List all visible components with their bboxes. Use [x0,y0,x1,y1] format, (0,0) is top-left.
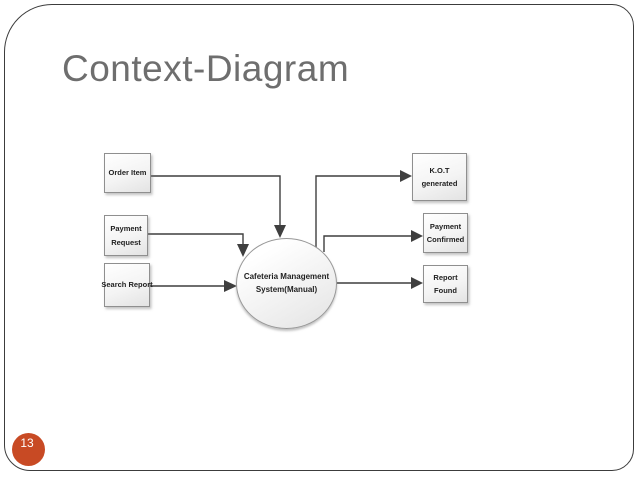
entity-label: Report [433,272,458,282]
page-number-badge: 13 [12,433,45,466]
entity-label: Found [434,286,457,295]
entity-kot-generated: K.O.T generated [412,153,467,201]
entity-label: K.O.T [429,165,450,175]
process-cafeteria-management-system: Cafeteria Management System(Manual) [236,238,337,329]
connector-order-item-to-process [151,175,281,226]
entity-label: Payment [110,224,142,233]
arrowhead-payment-confirmed [411,230,423,242]
entity-label: Search Report [101,280,153,290]
connector-process-to-payment-confirmed [323,235,411,252]
entity-payment-request: Payment Request [104,215,148,256]
arrowhead-search-report [224,280,237,292]
entity-label: Request [111,237,141,247]
arrowhead-payment-request [237,244,249,257]
connector-process-to-kot [315,175,400,247]
arrowhead-report-found [411,277,423,289]
entity-label: Confirmed [426,235,465,244]
entity-label: generated [421,179,458,188]
page-title: Context-Diagram [62,48,350,89]
entity-order-item: Order Item [104,153,151,193]
entity-search-report: Search Report [101,263,153,307]
entity-report-found: Report Found [423,265,468,303]
entity-label: Payment [429,221,462,231]
connector-payment-request-to-process [148,233,244,245]
arrowhead-order-item [274,225,286,238]
process-label: System(Manual) [255,284,318,294]
entity-payment-confirmed: Payment Confirmed [423,213,468,253]
page-number: 13 [20,436,34,450]
entity-label: Order Item [108,168,147,178]
process-label: Cafeteria Management [243,271,330,281]
arrowhead-kot [400,170,412,182]
